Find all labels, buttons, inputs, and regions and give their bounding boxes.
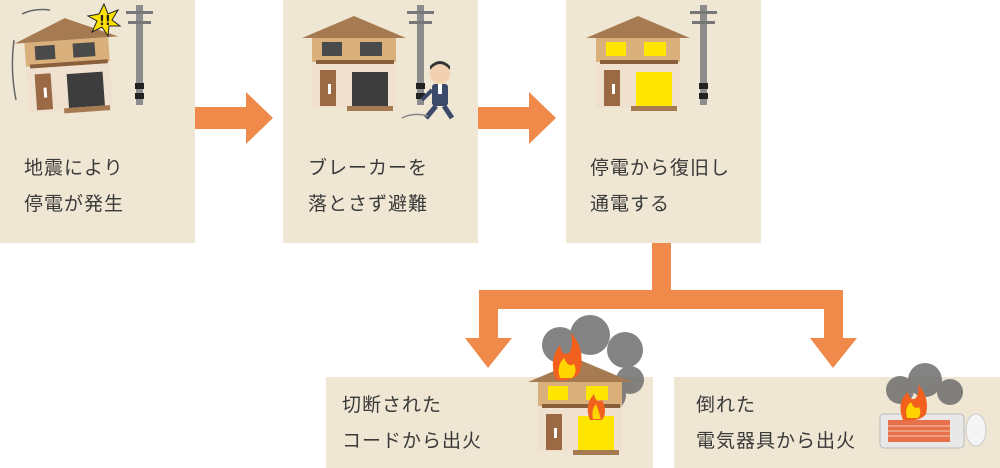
lit-house-icon: [586, 16, 690, 111]
step3-label: 停電から復旧し 通電する: [590, 157, 731, 215]
exclamation-icon: !!: [86, 2, 122, 38]
arrow-step1-to-step2: [195, 92, 273, 144]
branch-arrow: [465, 243, 857, 368]
motion-lines-icon: [401, 113, 429, 119]
fallen-heater-icon: [879, 413, 987, 449]
flame-icon: [900, 384, 927, 421]
utility-pole-icon: [690, 5, 717, 105]
smoke-icon: [886, 363, 963, 405]
flame-icon: [552, 332, 605, 420]
step1-label: 地震により 停電が発生: [24, 157, 125, 215]
arrow-step2-to-step3: [478, 92, 556, 144]
step2-label: ブレーカーを 落とさず避難: [308, 157, 429, 215]
step5-label: 倒れた 電気器具から出火: [696, 394, 857, 452]
burning-house-icon: [528, 360, 632, 455]
shake-lines-icon: [11, 8, 51, 101]
svg-text:!!: !!: [99, 14, 111, 29]
house-icon: [302, 16, 406, 111]
utility-pole-icon: [126, 5, 153, 105]
step4-label: 切断された コードから出火: [342, 394, 483, 452]
running-person-icon: [420, 61, 455, 120]
